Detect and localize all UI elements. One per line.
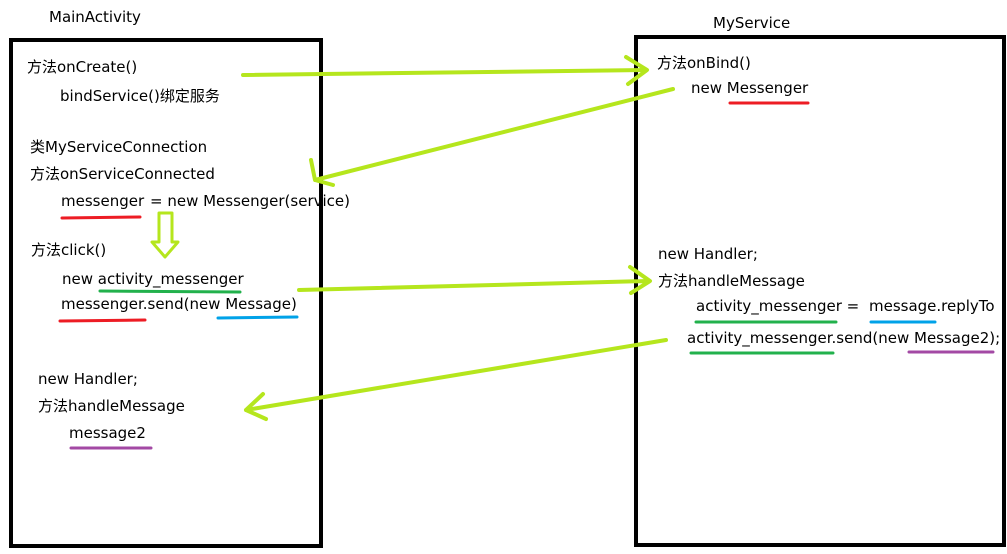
service-reply-to-clip: message.replyTo — [869, 296, 1000, 316]
main-on-create-text: 方法onCreate() — [27, 58, 138, 76]
my-service-box — [634, 35, 1006, 547]
main-bind-service-text: bindService()绑定服务 — [60, 87, 220, 105]
main-handle-message-text: 方法handleMessage — [38, 397, 185, 415]
main-activity-title: MainActivity — [49, 8, 141, 26]
service-on-bind-text: 方法onBind() — [657, 54, 751, 72]
main-messenger-assign-text: = new Messenger(service) — [150, 192, 350, 210]
service-new-messenger-text: new Messenger — [691, 79, 809, 97]
service-send-clip: activity_messenger.send(new Message2); — [687, 328, 1000, 348]
arrow-onbind-to-connected — [309, 87, 675, 187]
main-activity-box — [9, 38, 323, 548]
main-on-service-connected-text: 方法onServiceConnected — [30, 165, 215, 183]
main-connection-class-text: 类MyServiceConnection — [30, 138, 208, 156]
main-messenger-send-text: messenger.send(new Message) — [61, 295, 297, 313]
main-message2-text: message2 — [69, 424, 146, 442]
main-messenger-var-text: messenger — [61, 192, 145, 210]
main-new-handler-text: new Handler; — [38, 370, 138, 388]
service-send-message2-text: activity_messenger.send(new Message2); — [687, 329, 1000, 347]
arrow-send-to-handle — [297, 265, 652, 295]
main-new-activity-messenger-text: new activity_messenger — [62, 270, 244, 288]
service-new-handler-text: new Handler; — [658, 245, 758, 263]
service-handle-message-text: 方法handleMessage — [658, 272, 805, 290]
main-click-text: 方法click() — [31, 241, 107, 259]
service-reply-to-text: message.replyTo — [869, 297, 995, 315]
service-activity-messenger-assign-text: activity_messenger = — [696, 297, 860, 315]
my-service-title: MyService — [713, 14, 791, 32]
